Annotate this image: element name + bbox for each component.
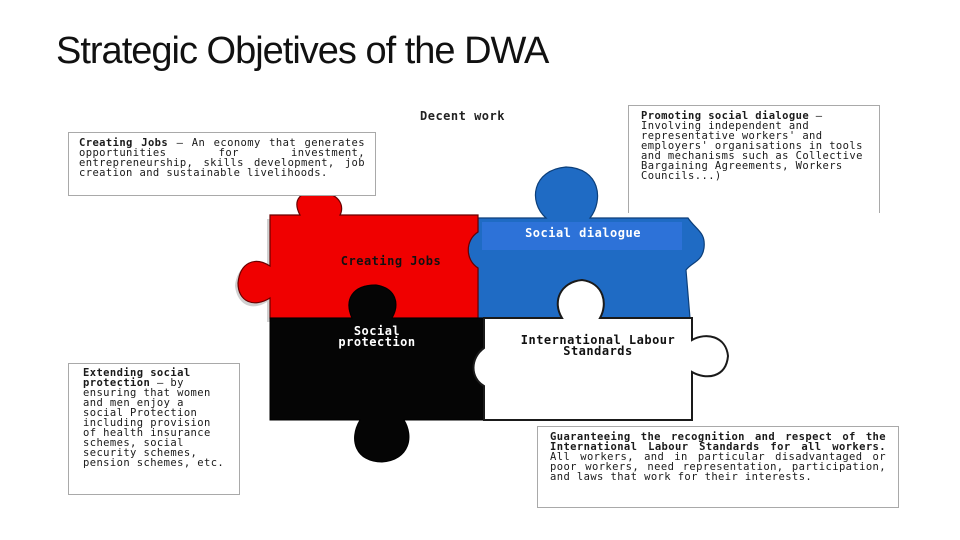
decent-work-title: Decent work xyxy=(420,109,505,123)
social-dialogue-label-bg xyxy=(482,222,682,250)
social-protection-box-text: – by ensuring that women and men enjoy a… xyxy=(83,377,225,469)
social-dialogue-box-text: – Involving independent and representati… xyxy=(641,110,863,182)
international-labour-standards-box: Guaranteeing the recognition and respect… xyxy=(537,426,899,508)
creating-jobs-label: Creating Jobs xyxy=(340,254,442,268)
international-labour-standards-label: International Labour Standards xyxy=(520,333,676,358)
creating-jobs-box-text: – An economy that generates opportunitie… xyxy=(79,137,366,179)
social-protection-box-heading: Extending social protection xyxy=(83,367,191,389)
slide-title: Strategic Objetives of the DWA xyxy=(56,30,549,72)
social-dialogue-box-heading: Promoting social dialogue xyxy=(641,110,810,122)
social-protection-label: Social protection xyxy=(338,324,416,349)
creating-jobs-box-heading: Creating Jobs xyxy=(79,137,169,149)
social-protection-box: Extending social protection – by ensurin… xyxy=(68,363,240,495)
social-dialogue-label: Social dialogue xyxy=(525,226,641,240)
social-dialogue-box: Promoting social dialogue – Involving in… xyxy=(628,105,880,213)
creating-jobs-box: Creating Jobs – An economy that generate… xyxy=(68,132,376,196)
international-labour-standards-piece xyxy=(472,278,730,421)
international-labour-standards-box-text: All workers, and in particular disadvant… xyxy=(550,451,886,483)
international-labour-standards-box-heading: Guaranteeing the recognition and respect… xyxy=(550,431,886,453)
